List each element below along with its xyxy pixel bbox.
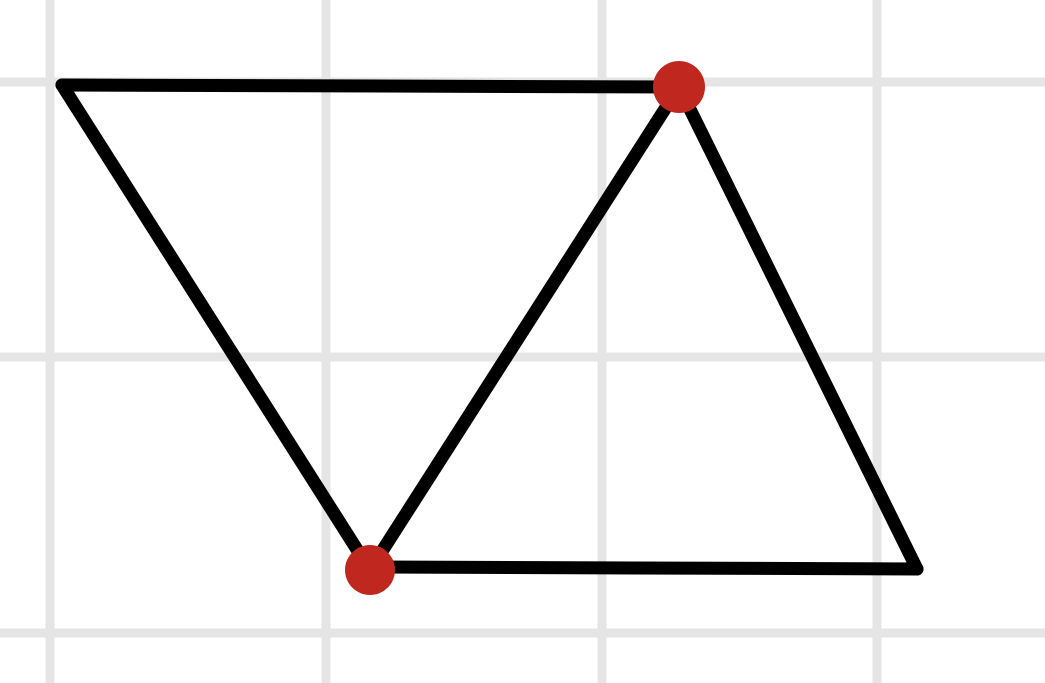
edge-diagonal: [363, 80, 686, 577]
edge-right: [672, 80, 924, 576]
edge-left: [55, 78, 377, 577]
figure-edges: [55, 78, 924, 577]
edge-top: [55, 78, 686, 94]
highlighted-vertices: [345, 61, 705, 595]
highlight-vertex-bottom-left: [345, 545, 395, 595]
edge-bottom: [363, 560, 924, 576]
highlight-vertex-top-right: [653, 61, 705, 113]
